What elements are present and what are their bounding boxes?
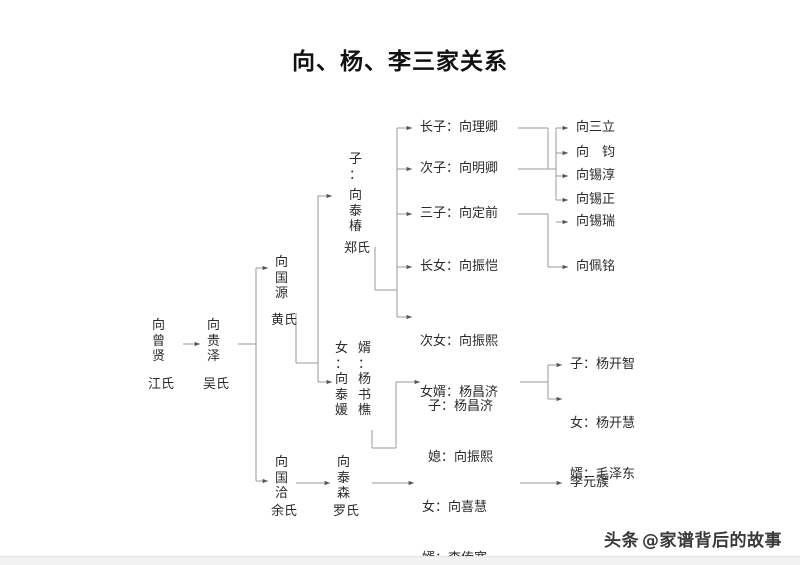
spouse-label-wu-shi: 吴氏: [203, 377, 230, 392]
watermark: 头条@家谱背后的故事: [604, 526, 782, 551]
person-node-xiang-taisen[interactable]: 向泰森: [337, 455, 351, 502]
son-in-law-line: 女婿：杨昌济: [420, 385, 499, 400]
person-node-xiang-sanli[interactable]: 向三立: [576, 120, 616, 135]
person-node-xiang-taiyuan[interactable]: 女： 向泰媛: [335, 341, 349, 419]
person-name-xiang-taichun[interactable]: 向泰椿: [349, 188, 363, 235]
person-node-xiang-jun[interactable]: 向 钧: [576, 145, 616, 160]
person-node-xiang-mingqing[interactable]: 次子：向明卿: [420, 161, 499, 176]
person-node-xiang-zengxian[interactable]: 向曾贤: [152, 318, 166, 365]
person-name-vertical: 向贵泽: [207, 318, 220, 365]
person-node-xiang-liqing[interactable]: 长子：向理卿: [420, 120, 499, 135]
person-name-vertical: 向泰森: [337, 455, 350, 502]
person-name-vertical: 向国洽: [275, 455, 288, 502]
person-name: 向曾贤: [152, 318, 166, 364]
spouse-label-zheng-shi: 郑氏: [344, 241, 371, 256]
person-node-xiang-xihui[interactable]: 女：向喜慧 婿：李传宽: [422, 465, 487, 565]
person-node-li-yuancu[interactable]: 李元簇: [570, 475, 610, 490]
person-node-xiang-guize[interactable]: 向贵泽: [207, 318, 221, 365]
daughter-line: 女：向喜慧: [422, 500, 488, 515]
watermark-account: @家谱背后的故事: [642, 531, 782, 551]
person-name: 向泰森: [337, 455, 351, 501]
person-node-xiang-xirui[interactable]: 向锡瑞: [576, 214, 616, 229]
person-node-xiang-dingqian[interactable]: 三子：向定前: [420, 206, 499, 221]
daughter-column: 女： 向泰媛: [335, 341, 348, 419]
person-node-yang-changji[interactable]: 子：杨昌济 媳：向振熙: [428, 364, 493, 500]
person-node-xiang-zhenxi[interactable]: 次女：向振熙 女婿：杨昌济: [420, 299, 498, 435]
relation-label: 子：: [349, 152, 363, 183]
person-name-vertical: 向曾贤: [152, 318, 165, 365]
person-node-xiang-taichun[interactable]: 子：: [349, 152, 363, 183]
person-node-xiang-guoqia[interactable]: 向国洽: [275, 455, 289, 502]
watermark-platform: 头条: [604, 531, 639, 551]
spouse-label-yu-shi: 余氏: [271, 504, 298, 519]
person-name-vertical: 向国源: [275, 255, 288, 302]
page-title: 向、杨、李三家关系: [292, 49, 508, 75]
son-in-law-column: 婿： 杨书樵: [358, 341, 371, 419]
daughter-line: 女：杨开慧: [570, 416, 636, 431]
son-line: 子：杨昌济: [428, 399, 494, 414]
person-node-yang-kaizhi[interactable]: 子：杨开智: [570, 357, 636, 372]
person-name-daughter: 向泰媛: [335, 372, 349, 418]
person-name: 向国源: [275, 255, 289, 301]
person-node-xiang-xichun[interactable]: 向锡淳: [576, 168, 616, 183]
son-in-law-line: 婿：毛泽东: [570, 467, 636, 482]
spouse-label-luo-shi: 罗氏: [333, 504, 360, 519]
relation-prefix-vertical: 子：: [349, 152, 362, 183]
person-node-yang-shuqiao[interactable]: 婿： 杨书樵: [358, 341, 372, 419]
person-node-xiang-zhenkai[interactable]: 长女：向振恺: [420, 259, 499, 274]
relation-label-daughter: 女：: [335, 341, 349, 372]
spouse-label-huang-shi: 黄氏: [271, 313, 298, 328]
person-node-xiang-xizheng[interactable]: 向锡正: [576, 192, 616, 207]
person-node-xiang-peiming[interactable]: 向佩铭: [576, 259, 616, 274]
person-name-vertical: 向泰椿: [349, 188, 362, 235]
person-name: 向泰椿: [349, 188, 363, 234]
person-name-son-in-law: 杨书樵: [358, 372, 372, 418]
relation-label-son-in-law: 婿：: [358, 341, 372, 372]
spouse-label-jiang-shi: 江氏: [148, 377, 175, 392]
person-node-xiang-guoyuan[interactable]: 向国源: [275, 255, 289, 302]
person-name: 向贵泽: [207, 318, 221, 364]
footer-divider: [0, 556, 800, 565]
daughter-line: 次女：向振熙: [420, 334, 499, 349]
daughter-in-law-line: 媳：向振熙: [428, 450, 494, 465]
person-node-yang-kaihui[interactable]: 女：杨开慧 婿：毛泽东: [570, 381, 635, 517]
person-name: 向国洽: [275, 455, 289, 501]
